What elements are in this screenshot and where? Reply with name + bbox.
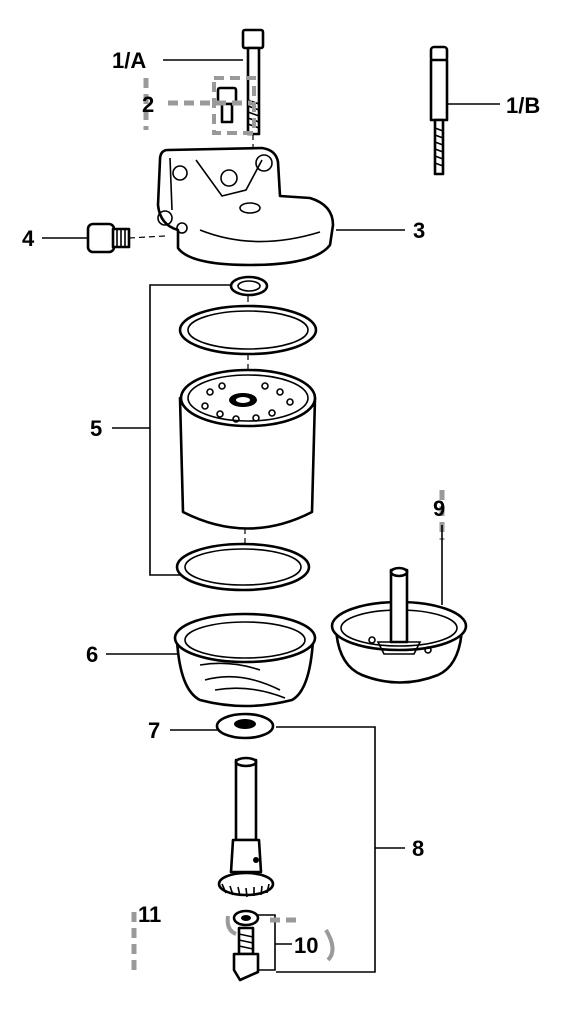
label-2: 2 — [142, 92, 154, 117]
label-8: 8 — [412, 836, 424, 861]
grey-marker-10 — [225, 915, 335, 962]
label-10: 10 — [294, 933, 318, 958]
bracket-5 — [149, 284, 232, 576]
part-3-filter-head — [156, 146, 335, 267]
part-8-center-tube — [217, 756, 275, 898]
part-10-drain-plug — [232, 909, 260, 982]
label-7: 7 — [148, 718, 160, 743]
part-5-filter-element — [178, 296, 317, 530]
label-9: 9 — [433, 496, 445, 521]
part-4-bleed-plug — [86, 222, 166, 254]
label-3: 3 — [413, 218, 425, 243]
part-1b-stud — [429, 45, 449, 176]
label-1a: 1/A — [112, 48, 146, 73]
label-6: 6 — [86, 642, 98, 667]
label-1b: 1/B — [506, 93, 540, 118]
bracket-8 — [276, 726, 376, 973]
part-9-bowl-base — [330, 566, 468, 684]
part-5-lower-seal-ring — [175, 528, 311, 592]
label-4: 4 — [22, 226, 35, 251]
part-5-upper-seal-ring — [178, 304, 318, 356]
part-6-bowl — [173, 612, 317, 708]
part-2-short-screw — [216, 86, 238, 124]
part-5-small-o-ring — [229, 275, 269, 297]
label-5: 5 — [90, 416, 102, 441]
bracket-10 — [258, 914, 276, 971]
part-7-washer — [215, 712, 275, 740]
label-11: 11 — [138, 902, 161, 927]
grey-marker-2 — [143, 76, 256, 135]
